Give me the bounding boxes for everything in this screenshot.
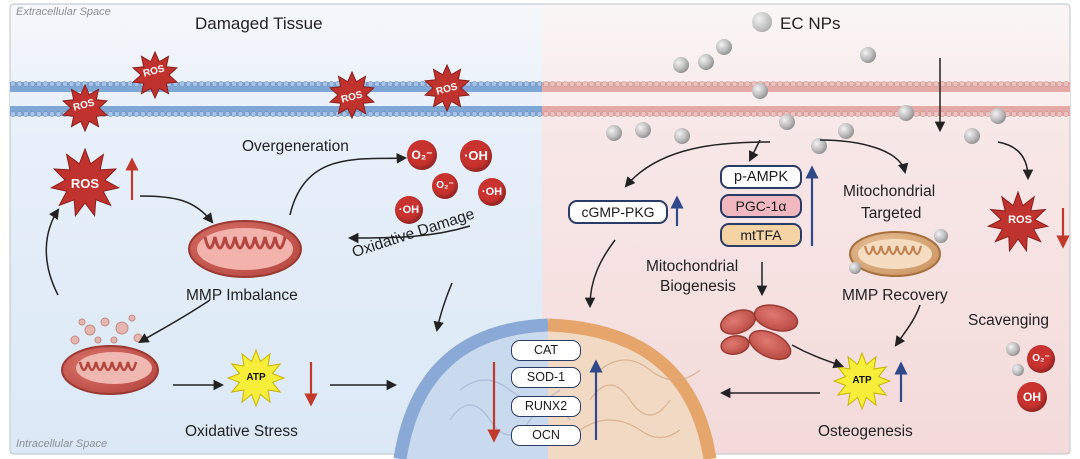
hydroxyl-radical-1: ·OH xyxy=(460,140,492,172)
oxidative-stress-label: Oxidative Stress xyxy=(185,423,298,440)
gene-cat: CAT xyxy=(511,340,581,361)
ros-tag-right: ROS xyxy=(1008,214,1032,226)
arrow-to-cgmp xyxy=(624,141,771,188)
arrow-overgeneration xyxy=(289,153,408,216)
atp-tag-left: ATP xyxy=(246,372,266,383)
nanoparticle-9 xyxy=(779,114,795,130)
ros-star-3 xyxy=(328,70,376,120)
arrow-radicals-to-nucleus xyxy=(433,282,453,333)
atp-tag-right: ATP xyxy=(852,375,872,386)
cell-membrane-left xyxy=(10,82,542,116)
ros-burst-right xyxy=(986,190,1050,253)
arrow-mito-to-atp xyxy=(791,344,844,369)
nucleus xyxy=(393,318,717,459)
nanoparticle-1 xyxy=(716,39,732,55)
scavenged-hydroxyl: OH xyxy=(1017,382,1047,412)
nanoparticle-8 xyxy=(674,128,690,144)
mitochondrion-recovering xyxy=(849,229,948,277)
hydroxyl-radical-2: ·OH xyxy=(478,178,506,206)
nanoparticle-5 xyxy=(752,83,768,99)
nanoparticle-3 xyxy=(698,54,714,70)
ros-star-1 xyxy=(131,50,179,100)
scavenged-superoxide: O₂⁻ xyxy=(1027,345,1055,373)
mito-biogenesis-label-1: Mitochondrial xyxy=(646,258,739,275)
ec-nps-title: EC NPs xyxy=(780,14,841,33)
mmp-recovery-label: MMP Recovery xyxy=(842,287,948,304)
gene-ocn: OCN xyxy=(511,425,581,446)
intracellular-label: Intracellular Space xyxy=(16,438,108,450)
nanoparticle-4 xyxy=(860,47,876,63)
ros-star-2 xyxy=(61,83,109,133)
nanoparticle-10 xyxy=(811,138,827,154)
mitochondrion-imbalanced xyxy=(188,220,302,278)
nanoparticle-6 xyxy=(606,125,622,141)
pgc-1a-box: PGC-1α xyxy=(720,194,802,218)
extracellular-label: Extracellular Space xyxy=(16,6,111,18)
nanoparticle-13 xyxy=(990,108,1006,124)
mitochondrion-damaged xyxy=(61,314,159,395)
scavenging-label: Scavenging xyxy=(968,312,1050,329)
superoxide-radical-small: O₂⁻ xyxy=(432,173,458,199)
damaged-tissue-title: Damaged Tissue xyxy=(195,14,323,33)
np-legend-icon xyxy=(752,12,772,32)
arrow-to-ros-scavenging xyxy=(997,141,1034,181)
scavenging-particles xyxy=(1006,342,1024,376)
ros-stars-extracellular xyxy=(61,50,471,133)
mttfa-box: mtTFA xyxy=(720,223,802,247)
mito-biogenesis-label-2: Biogenesis xyxy=(660,278,736,295)
arrow-to-ampk xyxy=(749,139,761,162)
arrow-cgmp-to-nucleus xyxy=(584,239,616,309)
cell-membrane-right xyxy=(542,82,1070,116)
ros-big-tag: ROS xyxy=(70,176,100,191)
mmp-imbalance-label: MMP Imbalance xyxy=(186,287,298,304)
atp-burst-left xyxy=(226,348,286,408)
superoxide-radical: O₂⁻ xyxy=(407,140,437,170)
nanoparticle-14 xyxy=(898,105,914,121)
nanoparticle-7 xyxy=(635,122,651,138)
p-ampk-box: p-AMPK xyxy=(720,165,802,189)
ec-nanoparticles xyxy=(606,39,1006,154)
arrow-oxidative-damage xyxy=(347,225,471,244)
gene-runx2: RUNX2 xyxy=(511,396,581,417)
osteogenesis-label: Osteogenesis xyxy=(818,423,913,440)
arrow-recovery-to-atp xyxy=(894,304,921,347)
arrow-to-targeted xyxy=(819,139,909,175)
arrow-damage-to-ros xyxy=(45,208,60,296)
cgmp-pkg-box: cGMP-PKG xyxy=(568,200,668,224)
gene-sod1: SOD-1 xyxy=(511,367,581,388)
nanoparticle-2 xyxy=(673,57,689,73)
ros-star-4 xyxy=(423,63,471,113)
ros-burst-left xyxy=(49,147,121,217)
nanoparticle-11 xyxy=(838,123,854,139)
hydroxyl-radical-3: ·OH xyxy=(395,196,423,224)
arrow-ros-to-mmp xyxy=(139,195,214,224)
nanoparticle-12 xyxy=(964,128,980,144)
mito-targeted-label-2: Targeted xyxy=(861,205,922,222)
overgeneration-label: Overgeneration xyxy=(242,138,349,155)
new-mitochondria xyxy=(719,304,799,361)
mito-targeted-label-1: Mitochondrial xyxy=(843,183,936,200)
arrow-mmp-to-damaged xyxy=(138,299,211,344)
